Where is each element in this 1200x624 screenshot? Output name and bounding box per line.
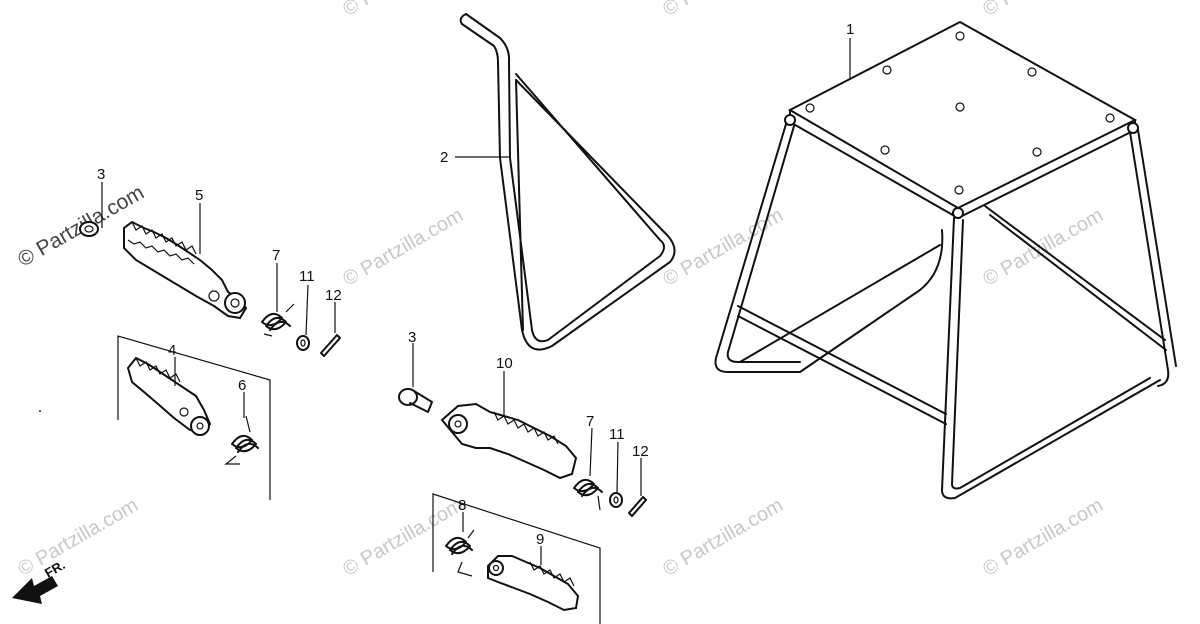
callout-3-left: 3 [97,166,105,183]
callout-5: 5 [195,187,203,204]
callout-8: 8 [458,497,466,514]
left-subassembly-box [117,335,271,500]
washer-left-part[interactable] [296,284,310,351]
step-10-part[interactable] [440,371,578,480]
step-left-rear-part[interactable] [126,356,212,436]
callout-7-left: 7 [272,247,280,264]
bolt-right-part[interactable] [398,343,433,413]
spring-left-part[interactable] [261,263,295,337]
callout-12-right: 12 [632,443,649,460]
callout-10: 10 [496,355,513,372]
front-direction-label: FR. [42,557,68,580]
callout-2: 2 [440,149,448,166]
right-subassembly-box [432,493,601,624]
spring-8-part[interactable] [445,512,475,577]
speck [39,410,41,412]
callout-11-right: 11 [609,426,625,443]
side-stand-part[interactable] [455,13,676,351]
callout-6: 6 [238,377,246,394]
step-9-part[interactable] [487,546,580,612]
bolt-left-part[interactable] [79,182,103,237]
pin-left-part[interactable] [320,302,341,357]
spring-6-part[interactable] [224,392,259,465]
callout-9: 9 [536,531,544,548]
spring-right-part[interactable] [573,427,603,511]
pin-right-part[interactable] [628,458,647,517]
front-direction-arrow-icon [12,576,58,604]
washer-right-part[interactable] [609,441,623,508]
callout-11-left: 11 [299,268,315,285]
callout-7-right: 7 [586,413,594,430]
callout-3-right: 3 [408,329,416,346]
callout-4: 4 [168,342,176,359]
stand-part[interactable] [714,20,1177,500]
step-left-front-part[interactable] [123,203,248,320]
callout-1: 1 [846,21,854,38]
callout-12-left: 12 [325,287,342,304]
